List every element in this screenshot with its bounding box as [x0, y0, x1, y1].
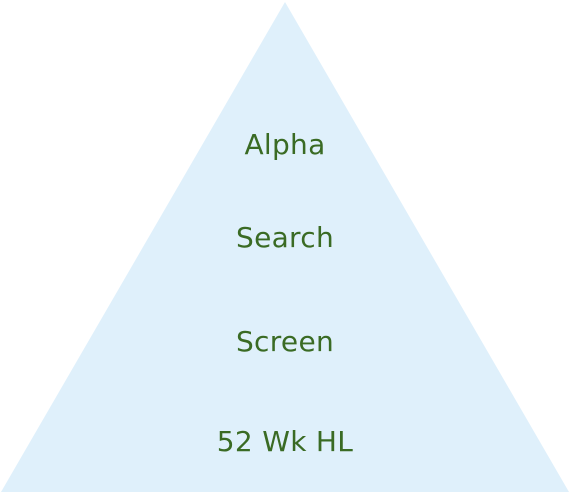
tier-label-alpha: Alpha [244, 128, 326, 161]
tier-label-search: Search [236, 221, 334, 254]
tier-label-screen: Screen [235, 325, 335, 358]
tier-label-52-wk-hl: 52 Wk HL [216, 425, 354, 458]
